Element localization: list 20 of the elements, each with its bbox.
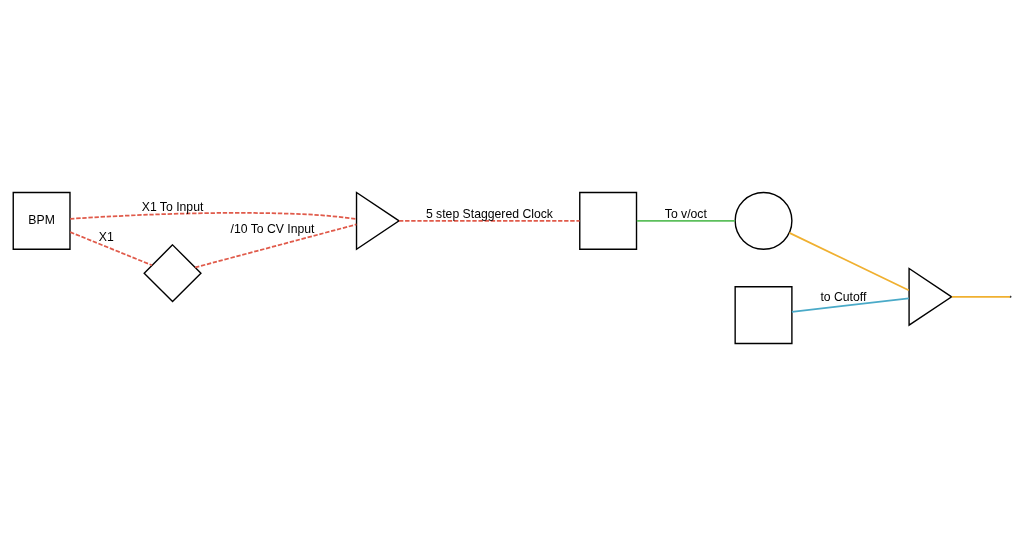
edge-label: to Cutoff	[820, 290, 867, 305]
node-triangle	[355, 191, 401, 251]
node-triangle	[908, 267, 953, 327]
connector	[69, 231, 153, 267]
connector	[635, 220, 736, 222]
node-box	[579, 191, 638, 250]
edge-label: /10 To CV Input	[230, 222, 315, 237]
connector	[398, 220, 581, 222]
edge-label: X1	[98, 230, 114, 245]
connector	[788, 232, 910, 292]
connector	[791, 297, 910, 313]
connector	[194, 223, 358, 269]
edge-label: 5 step Staggered Clock	[425, 206, 553, 221]
node-circle	[734, 191, 793, 250]
node-box	[734, 286, 793, 345]
connector	[69, 212, 358, 220]
edge-label: To v/oct	[664, 206, 707, 221]
edge-label: X1 To Input	[141, 199, 204, 214]
node-box: BPM	[12, 191, 71, 250]
node-diamond	[143, 243, 202, 303]
